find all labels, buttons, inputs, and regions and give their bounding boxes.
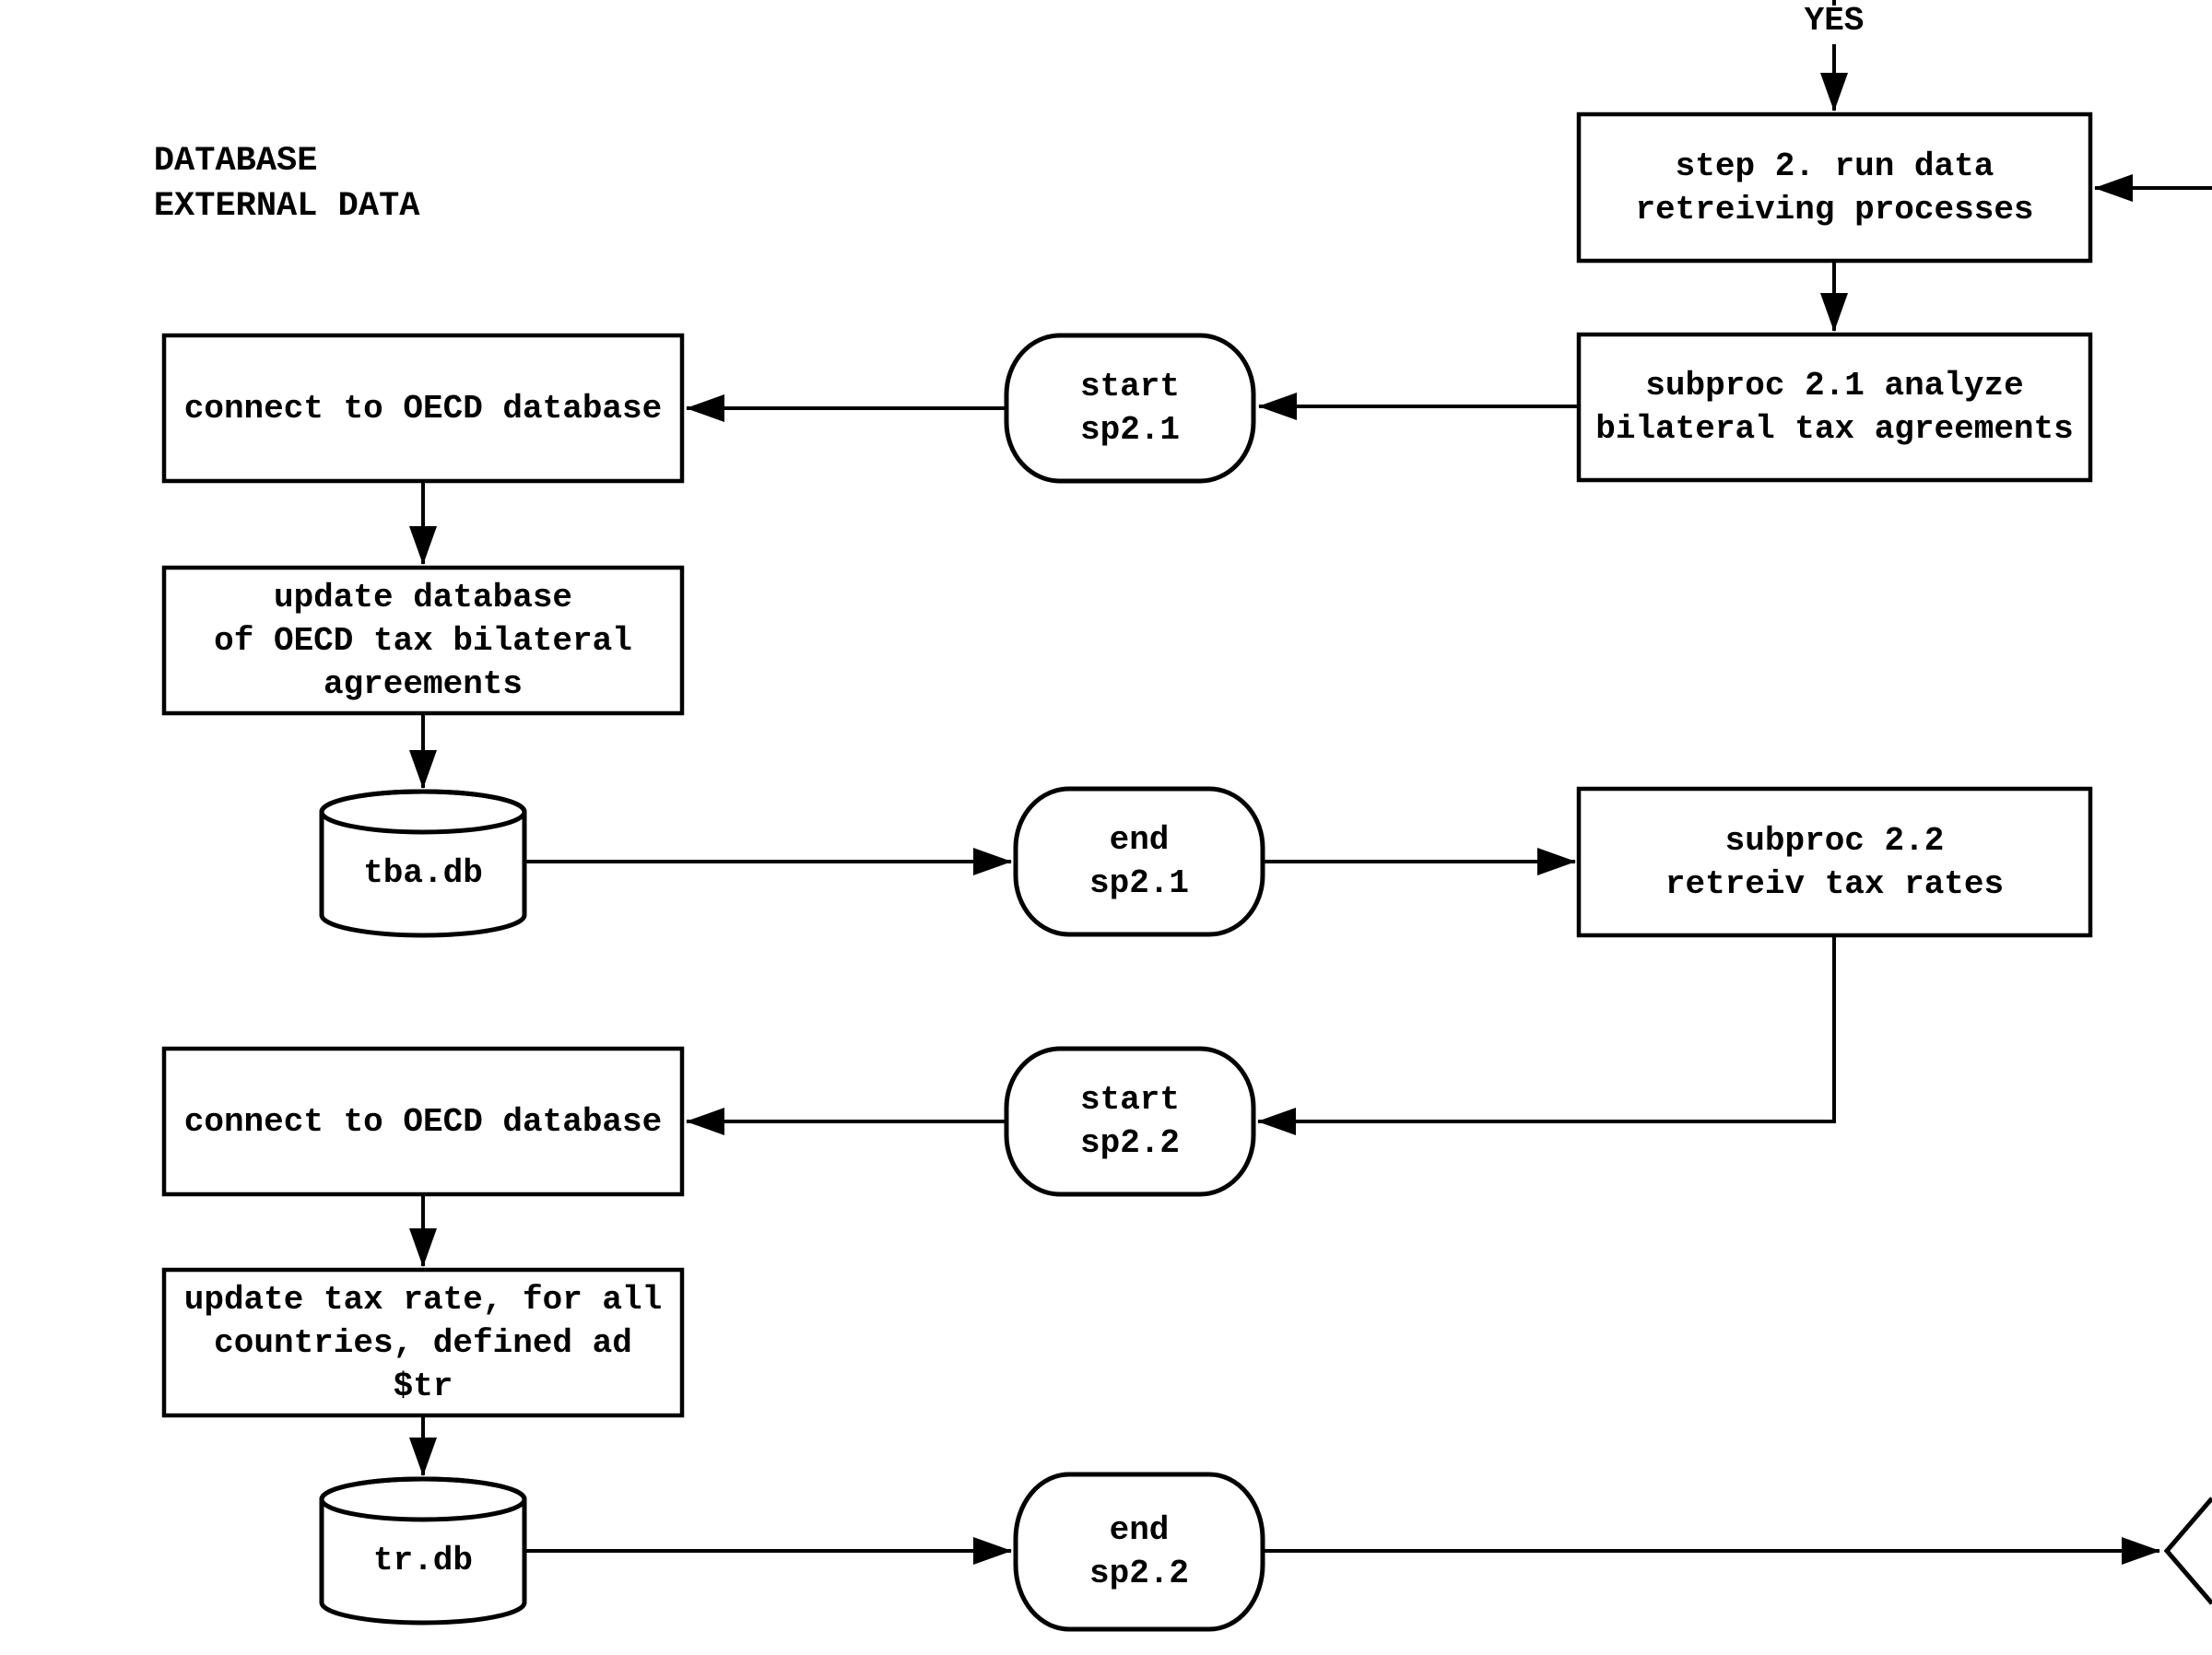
node-end-sp21-shape — [1013, 786, 1265, 937]
corner-note: DATABASE EXTERNAL DATA — [72, 94, 420, 275]
node-tr-db-cylinder — [319, 1476, 527, 1626]
tba-db-cylinder-rim — [319, 789, 527, 835]
edge-subproc22-to-start-sp22 — [1257, 935, 1836, 1135]
decision-diamond-partial — [2163, 1497, 2212, 1605]
node-subproc21-box — [1576, 332, 2093, 483]
node-subproc22-box — [1576, 786, 2093, 938]
corner-note-line1: DATABASE — [153, 142, 318, 181]
node-end-sp22-shape — [1013, 1472, 1265, 1632]
node-update1-box — [161, 565, 685, 716]
node-tba-db-cylinder — [319, 789, 527, 938]
node-step2-box — [1576, 112, 2093, 264]
node-connect2-box — [161, 1046, 685, 1197]
node-update2-box — [161, 1267, 685, 1418]
tr-db-cylinder-rim — [319, 1476, 527, 1522]
node-start-sp21-shape — [1004, 333, 1256, 484]
node-connect1-box — [161, 333, 685, 484]
corner-note-line2: EXTERNAL DATA — [153, 187, 420, 226]
node-start-sp22-shape — [1004, 1046, 1256, 1197]
